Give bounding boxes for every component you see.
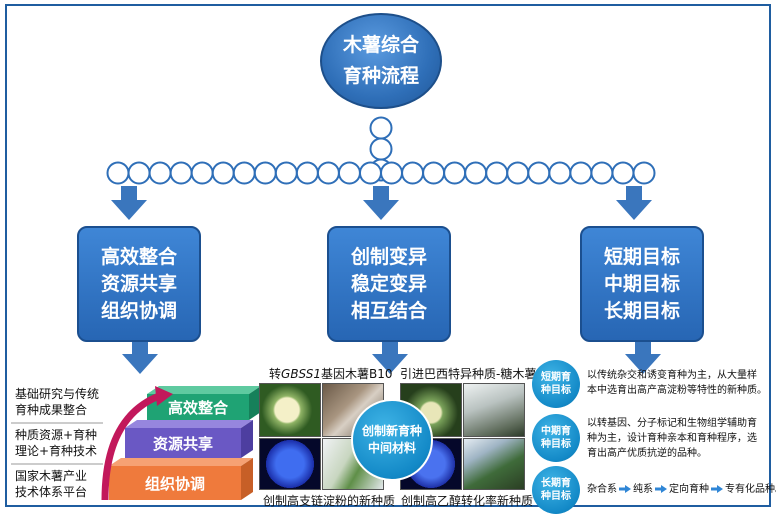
caption-amylopectin: 创制高支链淀粉的新种质 <box>263 494 396 508</box>
chain-bead-horizontal <box>527 161 551 185</box>
title-line-1: 木薯综合 <box>342 34 419 56</box>
branch-3-line-3: 长期目标 <box>603 299 680 322</box>
branch-3-line-2: 中期目标 <box>603 272 680 295</box>
branch-2-line-1: 创制变异 <box>350 245 427 268</box>
diagram-frame: 木薯综合 育种流程 高效整合 资源共享 组织协调 创制变异 稳定变异 相互结合 … <box>5 4 776 514</box>
chain-bead-horizontal <box>232 161 256 185</box>
flow-arrow-icon <box>619 485 631 493</box>
step-orange: 组织协调 <box>144 474 205 493</box>
chain-bead-horizontal <box>443 161 467 185</box>
chain-bead-horizontal <box>401 161 425 185</box>
stair-label-2: 种质资源+育种 理论+育种技术 <box>15 428 98 458</box>
branch-3-line-1: 短期目标 <box>603 245 680 268</box>
chain-bead-horizontal <box>295 161 319 185</box>
flow-arrow-icon <box>711 485 723 493</box>
chain-bead-horizontal <box>485 161 509 185</box>
stairs-graphic <box>11 386 261 501</box>
caption-ethanol: 创制高乙醇转化率新种质 <box>401 494 534 508</box>
goal-text-short: 以传统杂交和诱变育种为主，从大量样 本中选育出高产高淀粉等特性的新种质。 <box>587 370 767 396</box>
flow-step-4: 专有化品种。 <box>725 484 776 495</box>
chain-bead-horizontal <box>464 161 488 185</box>
chain-bead-horizontal <box>632 161 656 185</box>
chain-bead-horizontal <box>337 161 361 185</box>
chain-bead-horizontal <box>127 161 151 185</box>
caption-sugar-cassava: 引进巴西特异种质-糖木薯 <box>400 367 537 381</box>
title-line-2: 育种流程 <box>342 65 419 87</box>
center-bubble-line-2: 中间材料 <box>367 441 416 455</box>
chain-bead-vertical <box>369 116 393 140</box>
flow-step-2: 纯系 <box>633 484 653 495</box>
step-purple: 资源共享 <box>152 434 213 453</box>
photo-flower-1 <box>259 383 321 437</box>
title-oval: 木薯综合 育种流程 <box>320 13 442 109</box>
chain-bead-horizontal <box>316 161 340 185</box>
center-bubble: 创制新育种 中间材料 <box>351 399 433 481</box>
goal-flow-long: 杂合系 纯系 定向育种 专有化品种。 <box>587 482 776 497</box>
branch-box-variation: 创制变异 稳定变异 相互结合 <box>327 226 451 342</box>
chain-bead-horizontal <box>190 161 214 185</box>
chain-bead-horizontal <box>569 161 593 185</box>
center-bubble-line-1: 创制新育种 <box>361 424 422 438</box>
chain-bead-horizontal <box>422 161 446 185</box>
branch-1-line-2: 资源共享 <box>100 272 177 295</box>
chain-bead-horizontal <box>169 161 193 185</box>
photo-plant-2 <box>463 438 525 490</box>
flow-step-3: 定向育种 <box>669 484 709 495</box>
chain-bead-horizontal <box>274 161 298 185</box>
goal-circle-long: 长期育 种目标 <box>532 466 580 514</box>
stair-label-3: 国家木薯产业 技术体系平台 <box>15 469 88 499</box>
goal-text-mid: 以转基因、分子标记和生物组学辅助育 种为主，设计育种亲本和育种程序，选 育出高产… <box>587 418 757 459</box>
goal-circle-mid: 中期育 种目标 <box>532 414 580 462</box>
branch-1-line-3: 组织协调 <box>100 299 177 322</box>
chain-bead-horizontal <box>211 161 235 185</box>
chain-bead-horizontal <box>548 161 572 185</box>
photo-tag-2 <box>463 383 525 437</box>
branch-1-line-1: 高效整合 <box>100 245 177 268</box>
stair-label-1: 基础研究与传统 育种成果整合 <box>15 387 100 417</box>
chain-bead-vertical <box>369 137 393 161</box>
chain-bead-horizontal <box>611 161 635 185</box>
caption-gbss1: 转GBSS1基因木薯B10 <box>269 367 393 381</box>
branch-2-line-3: 相互结合 <box>350 299 427 322</box>
branch-box-goals: 短期目标 中期目标 长期目标 <box>580 226 704 342</box>
branch-2-line-2: 稳定变异 <box>350 272 427 295</box>
flow-step-1: 杂合系 <box>587 484 617 495</box>
bead-chain <box>106 116 656 185</box>
chain-bead-horizontal <box>106 161 130 185</box>
flow-arrow-icon <box>655 485 667 493</box>
photo-stain-1 <box>259 438 321 490</box>
chain-bead-horizontal <box>253 161 277 185</box>
stairs-panel: 基础研究与传统 育种成果整合 种质资源+育种 理论+育种技术 国家木薯产业 技术… <box>9 382 263 504</box>
chain-bead-horizontal <box>506 161 530 185</box>
chain-bead-horizontal <box>380 161 404 185</box>
chain-bead-horizontal <box>148 161 172 185</box>
chain-bead-horizontal <box>590 161 614 185</box>
chain-bead-horizontal <box>358 161 382 185</box>
branch-box-integration: 高效整合 资源共享 组织协调 <box>77 226 201 342</box>
step-green: 高效整合 <box>167 398 228 417</box>
goal-circle-short: 短期育 种目标 <box>532 360 580 408</box>
